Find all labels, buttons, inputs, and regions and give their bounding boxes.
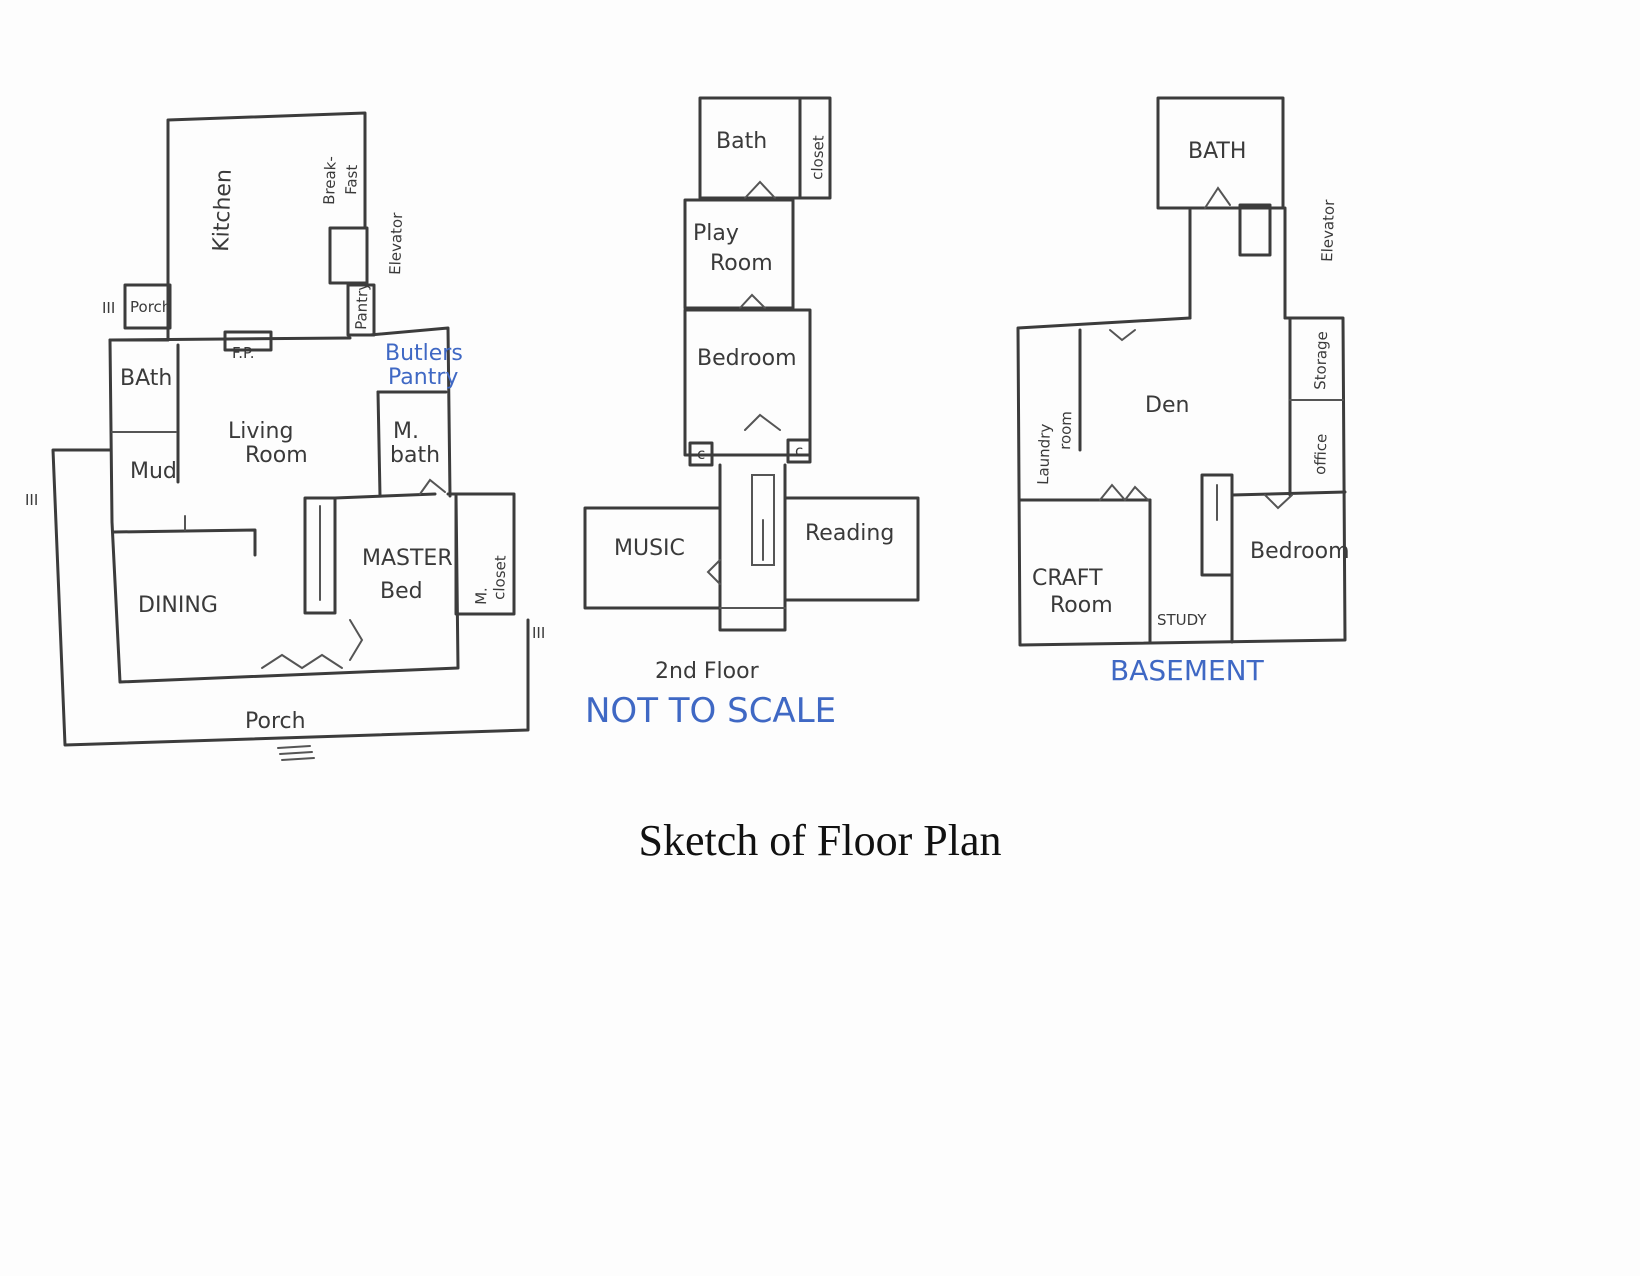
kitchen-living-wall <box>108 336 352 342</box>
bedroom-door <box>744 413 781 431</box>
basement-plan: BATH Elevator Laundry room Den Storage o… <box>1016 96 1350 687</box>
basement-elevator-label: Elevator <box>1318 199 1338 263</box>
front-doors <box>261 653 343 670</box>
play-door <box>739 293 766 309</box>
mud-label: Mud <box>130 459 177 484</box>
breakfast-label-1: Break- <box>320 156 340 205</box>
upper-bedroom <box>683 308 812 457</box>
butlers-pantry-label-1: Butlers <box>385 341 463 366</box>
master-closet <box>454 492 516 616</box>
main-floor-plan: Kitchen Break- Fast Elevator Pantry Porc… <box>25 111 545 761</box>
side-porch <box>123 283 172 330</box>
master-door <box>419 478 446 495</box>
second-floor-plan: Bath closet Play Room Bedroom c c MUSIC … <box>583 96 920 731</box>
kitchen-label: Kitchen <box>209 169 237 253</box>
basement-bath-label: BATH <box>1188 139 1246 164</box>
music-label: MUSIC <box>614 536 685 561</box>
closet-left <box>688 441 714 467</box>
music-door <box>706 559 721 585</box>
reading-room <box>783 496 920 602</box>
play-room-label-2: Room <box>710 251 773 276</box>
elevator-label: Elevator <box>386 212 406 276</box>
master-bed-label-2: Bed <box>380 579 423 604</box>
master-bed-label-1: MASTER <box>362 546 453 571</box>
breakfast-label-2: Fast <box>342 164 361 195</box>
basement-bedroom-label: Bedroom <box>1250 539 1350 564</box>
dining-label: DINING <box>138 593 218 618</box>
craft-room-label-2: Room <box>1050 593 1113 618</box>
pantry-closet <box>346 283 376 337</box>
bedroom-door-basement <box>1264 494 1293 510</box>
not-to-scale-label: NOT TO SCALE <box>585 691 836 731</box>
pantry-label: Pantry <box>352 281 372 330</box>
closet-right <box>786 438 812 464</box>
master-closet-label-1: M. <box>472 587 491 605</box>
laundry-label-1: Laundry <box>1034 423 1054 485</box>
bath-door <box>744 180 776 199</box>
den-label: Den <box>1145 393 1189 418</box>
step-mark-right: III <box>532 624 545 642</box>
office-label: office <box>1311 433 1330 475</box>
closet-left-label: c <box>697 445 705 463</box>
closet-right-label: c <box>795 442 803 460</box>
living-room-label-1: Living <box>228 419 293 444</box>
reading-label: Reading <box>805 521 894 546</box>
side-porch-label: Porch <box>130 298 171 316</box>
page-title: Sketch of Floor Plan <box>638 816 1002 865</box>
porch-outline <box>51 448 530 747</box>
upper-closet <box>798 96 832 200</box>
basement-floor-label: BASEMENT <box>1110 654 1265 687</box>
craft-doors <box>1099 483 1149 502</box>
porch-label: Porch <box>245 709 306 734</box>
step-mark-side: III <box>102 299 115 317</box>
porch-steps <box>277 745 315 761</box>
master-bath-label-1: M. <box>393 419 419 444</box>
living-room-label-2: Room <box>245 443 308 468</box>
butlers-pantry-label-2: Pantry <box>388 365 458 390</box>
bath-label: BAth <box>120 366 172 391</box>
fireplace-label: F.P. <box>232 344 254 362</box>
fireplace <box>223 330 273 352</box>
dining-wall <box>112 528 257 557</box>
play-room-label-1: Play <box>693 221 739 246</box>
storage-label: Storage <box>1311 331 1331 390</box>
upper-bath-label: Bath <box>716 129 767 154</box>
master-bath-wall <box>376 390 382 498</box>
basement-elevator <box>1238 203 1272 257</box>
master-bed-door <box>349 619 364 661</box>
basement-outline <box>1016 316 1347 647</box>
hall-walls <box>718 463 787 632</box>
craft-room-label-1: CRAFT <box>1032 566 1103 591</box>
study-label: STUDY <box>1157 611 1207 629</box>
upper-bedroom-label: Bedroom <box>697 346 797 371</box>
butlers-pantry-walls <box>368 326 452 498</box>
main-stair <box>303 496 337 615</box>
basement-bath-door <box>1204 186 1231 209</box>
second-floor-label: 2nd Floor <box>655 659 760 684</box>
basement-bath <box>1156 96 1285 210</box>
master-bath-label-2: bath <box>390 443 440 468</box>
master-bed-wall <box>333 492 437 500</box>
upper-closet-label: closet <box>808 135 828 180</box>
laundry-label-2: room <box>1056 411 1075 450</box>
den-door <box>1109 329 1136 342</box>
upper-stair <box>751 474 775 566</box>
elevator-shaft <box>328 226 369 285</box>
master-closet-label-2: closet <box>490 555 510 600</box>
kitchen-walls <box>166 111 367 342</box>
step-mark-left: III <box>25 491 38 509</box>
